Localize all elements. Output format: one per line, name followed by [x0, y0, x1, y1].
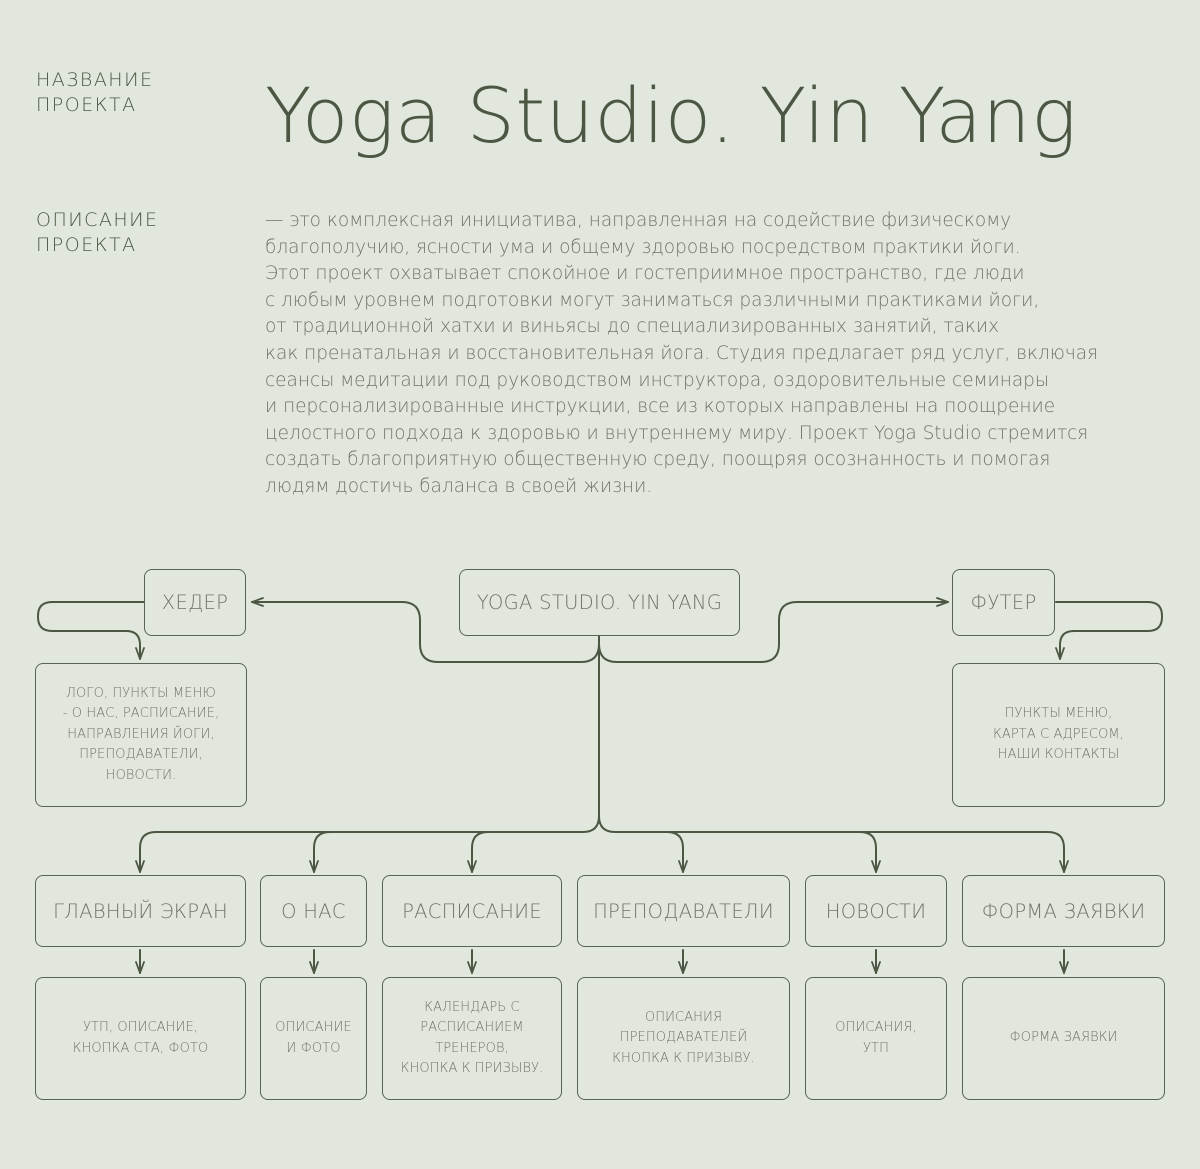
node-section-main-screen: Главный экран	[35, 875, 246, 947]
project-name-label: Название проекта	[36, 69, 154, 116]
connector-trunk	[135, 635, 600, 873]
node-section-news: Новости	[805, 875, 947, 947]
connector-to-news	[859, 831, 881, 873]
project-description: — это комплексная инициатива, направленн…	[265, 210, 1099, 497]
connector-footer-desc	[1055, 601, 1163, 660]
node-section-about: О нас	[260, 875, 367, 947]
project-title: Yoga Studio. Yin Yang	[265, 71, 1078, 160]
node-section-about-desc: Описание и фото	[260, 977, 367, 1100]
node-root: Yoga Studio. Yin Yang	[459, 569, 740, 636]
node-section-schedule-desc: Календарь с расписанием тренеров, кнопка…	[382, 977, 562, 1100]
node-section-schedule: Расписание	[382, 875, 562, 947]
node-header-desc: Лого, пункты меню - о нас, расписание, н…	[35, 663, 247, 807]
node-footer: Футер	[952, 569, 1055, 636]
node-section-request-form-desc: Форма заявки	[962, 977, 1165, 1100]
node-footer-desc: Пункты меню, карта с адресом, наши конта…	[952, 663, 1165, 807]
node-section-news-desc: Описания, УТП	[805, 977, 947, 1100]
node-section-teachers: Преподаватели	[577, 875, 790, 947]
connector-root-header	[251, 597, 600, 663]
connector-header-desc	[37, 601, 145, 660]
node-section-teachers-desc: Описания преподавателей кнопка к призыву…	[577, 977, 790, 1100]
connector-root-footer	[598, 597, 949, 663]
connector-to-about	[309, 831, 331, 873]
project-description-label: Описание проекта	[36, 209, 159, 256]
node-section-request-form: Форма заявки	[962, 875, 1165, 947]
connector-to-schedule	[467, 831, 489, 873]
node-section-main-screen-desc: УТП, описание, кнопка СТА, фото	[35, 977, 246, 1100]
node-header: Хедер	[144, 569, 246, 636]
connector-trunk-right	[598, 815, 1069, 873]
connector-to-teachers	[666, 831, 688, 873]
